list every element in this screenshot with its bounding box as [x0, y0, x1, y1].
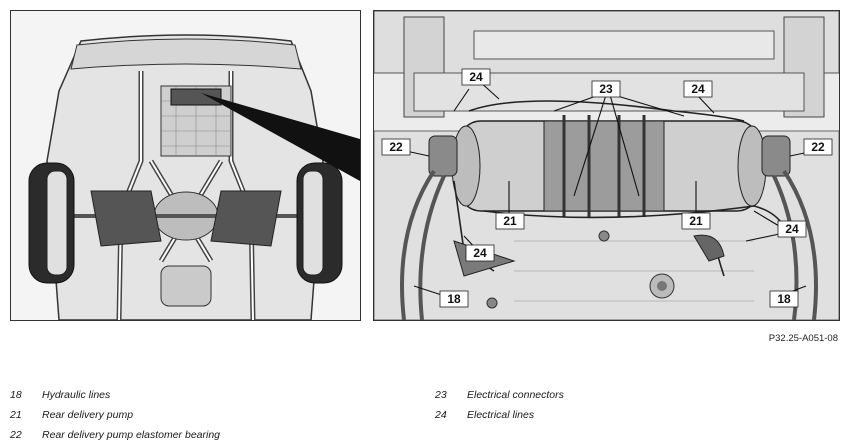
- legend-item: 22 Rear delivery pump elastomer bearing: [10, 425, 220, 445]
- svg-text:21: 21: [689, 214, 703, 228]
- legend-label: Electrical connectors: [467, 389, 564, 401]
- callout-18-left: 18: [439, 290, 469, 308]
- legend-item: 23 Electrical connectors: [435, 385, 564, 405]
- callout-24-right: 24: [777, 220, 807, 238]
- callout-22-left: 22: [381, 138, 411, 156]
- svg-text:24: 24: [785, 222, 799, 236]
- svg-text:22: 22: [389, 140, 403, 154]
- underbody-overview-illustration: [10, 10, 361, 321]
- legend-number: 22: [10, 429, 22, 441]
- legend-right-column: 23 Electrical connectors 24 Electrical l…: [435, 385, 564, 425]
- callout-24-bottom-left: 24: [465, 244, 495, 262]
- legend-item: 21 Rear delivery pump: [10, 405, 220, 425]
- callout-24-top-left: 24: [461, 68, 491, 86]
- callout-22-right: 22: [803, 138, 833, 156]
- svg-text:24: 24: [473, 246, 487, 260]
- legend-label: Rear delivery pump: [42, 409, 134, 421]
- legend-label: Rear delivery pump elastomer bearing: [42, 429, 221, 441]
- underbody-overview-drawing: [11, 11, 360, 320]
- legend-number: 21: [10, 409, 22, 421]
- svg-text:21: 21: [503, 214, 517, 228]
- svg-text:23: 23: [599, 82, 613, 96]
- svg-text:24: 24: [469, 70, 483, 84]
- pump-detail-drawing: 24 23 24 22 22 21 21 24: [374, 11, 839, 320]
- legend-item: 18 Hydraulic lines: [10, 385, 220, 405]
- svg-text:24: 24: [691, 82, 705, 96]
- rear-delivery-pump: [451, 115, 767, 217]
- legend-number: 18: [10, 389, 22, 401]
- callout-24-top-right: 24: [683, 80, 713, 98]
- legend-number: 23: [435, 389, 447, 401]
- callout-23: 23: [591, 80, 621, 98]
- svg-text:22: 22: [811, 140, 825, 154]
- elastomer-bearings: [428, 135, 791, 177]
- legend-label: Electrical lines: [467, 409, 535, 421]
- pump-detail-illustration: 24 23 24 22 22 21 21 24: [373, 10, 840, 321]
- legend-number: 24: [435, 409, 447, 421]
- figure-reference-code: P32.25-A051-08: [768, 333, 838, 344]
- callout-18-right: 18: [769, 290, 799, 308]
- callout-21-left: 21: [495, 212, 525, 230]
- svg-text:18: 18: [447, 292, 461, 306]
- zoom-indicator-wedge: [201, 93, 360, 181]
- legend-item: 24 Electrical lines: [435, 405, 564, 425]
- svg-text:18: 18: [777, 292, 791, 306]
- legend-label: Hydraulic lines: [42, 389, 111, 401]
- legend-left-column: 18 Hydraulic lines 21 Rear delivery pump…: [10, 385, 220, 445]
- callout-21-right: 21: [681, 212, 711, 230]
